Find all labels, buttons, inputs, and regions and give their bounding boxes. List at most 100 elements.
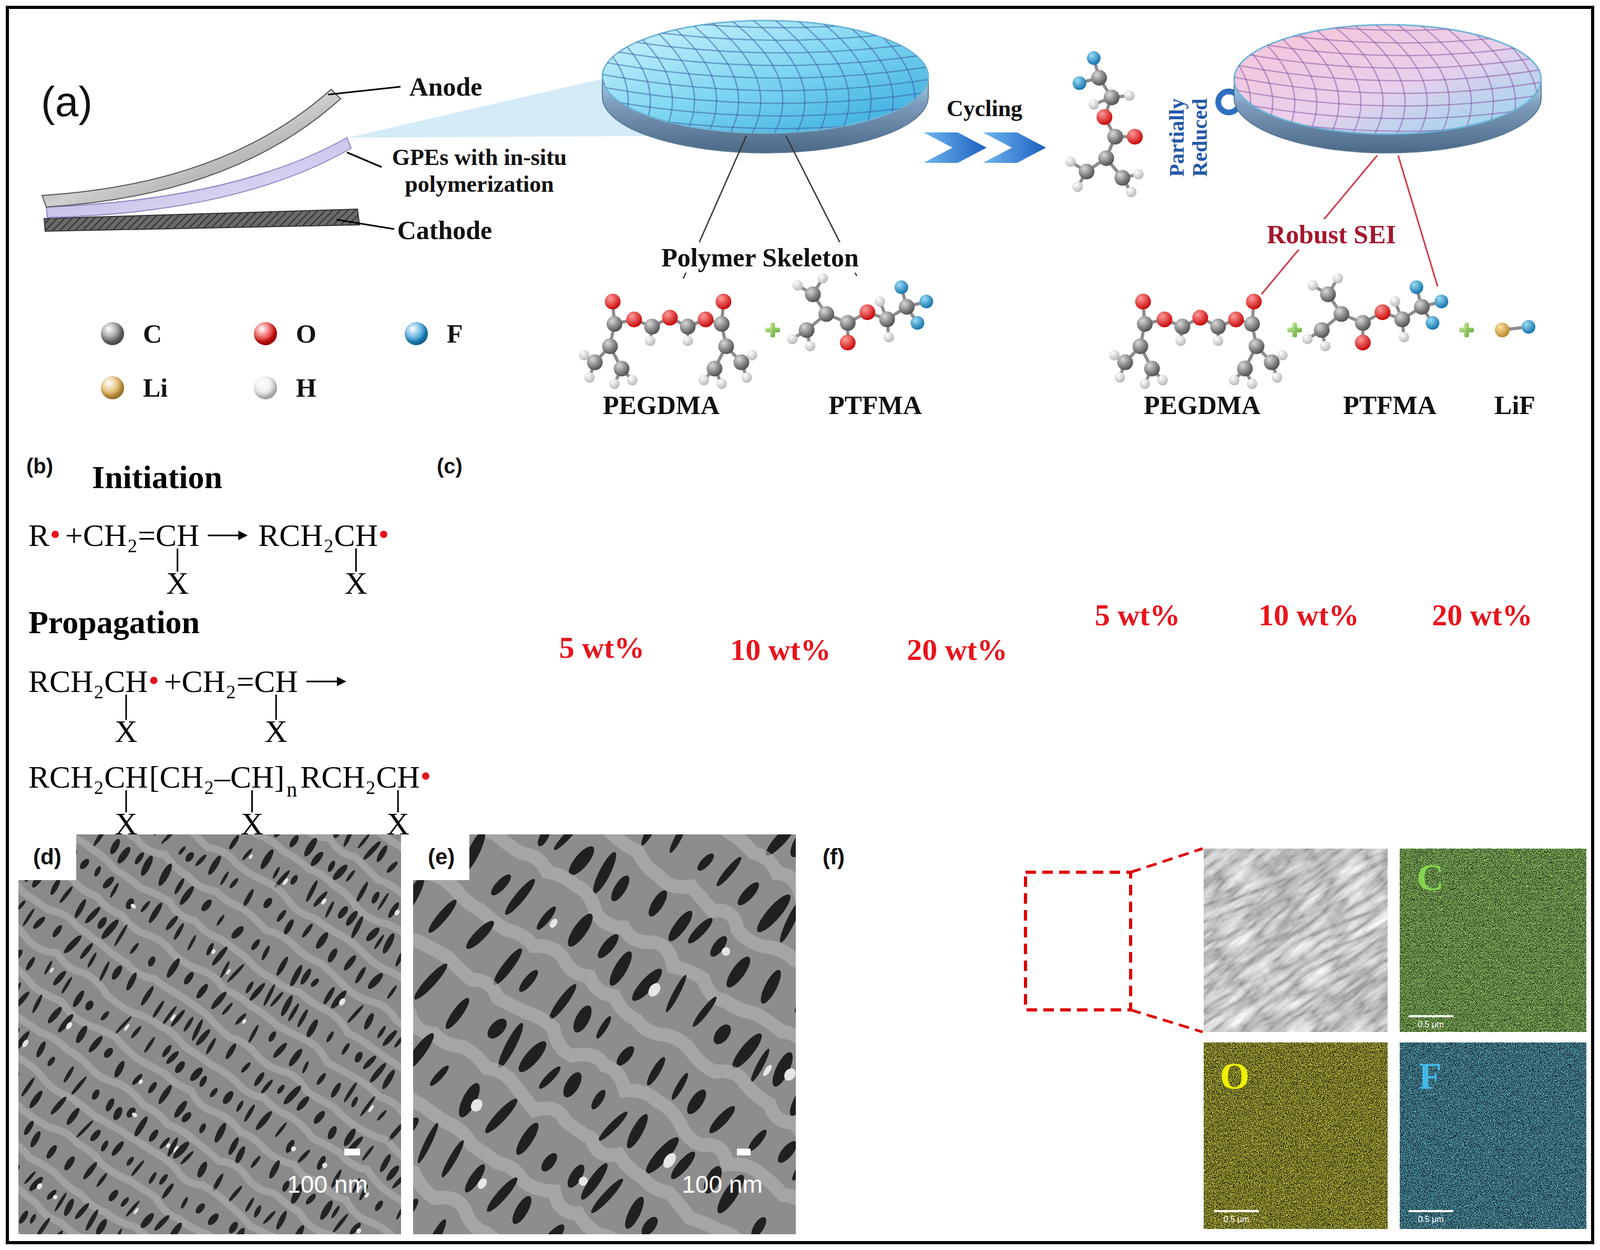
sem-pore bbox=[559, 1069, 586, 1101]
sem-pore bbox=[734, 879, 763, 909]
atom-sphere bbox=[1209, 319, 1226, 335]
sem-pore bbox=[193, 853, 208, 868]
sem-pore bbox=[301, 1060, 310, 1075]
atom-sphere bbox=[1125, 187, 1137, 198]
sem-pore bbox=[21, 907, 36, 928]
sem-pore bbox=[18, 990, 32, 1010]
sem-pore bbox=[261, 896, 275, 911]
sem-pore bbox=[204, 1037, 218, 1056]
atom-sphere bbox=[1065, 156, 1076, 168]
atom-sphere bbox=[606, 316, 623, 333]
sem-pore bbox=[43, 960, 54, 977]
sem-pore bbox=[261, 1209, 278, 1226]
sem-pore bbox=[538, 1150, 560, 1175]
atom-sphere bbox=[1272, 372, 1283, 384]
sem-pore bbox=[344, 869, 357, 884]
sem-pore bbox=[18, 899, 27, 911]
grid-line bbox=[768, 15, 827, 139]
sem-pore bbox=[330, 1205, 342, 1220]
sem-pore bbox=[138, 1211, 156, 1231]
sem-pore bbox=[197, 1074, 209, 1089]
sem-pore bbox=[684, 915, 716, 947]
formula-text: +CH₂=CH bbox=[163, 665, 299, 698]
sem-pore bbox=[195, 1161, 210, 1180]
leader-line bbox=[346, 152, 382, 168]
step-heading: Propagation bbox=[28, 603, 200, 642]
sem-pore bbox=[315, 1072, 328, 1087]
sem-highlight bbox=[367, 1104, 375, 1114]
sem-pore bbox=[18, 948, 25, 963]
sem-pore bbox=[73, 1202, 91, 1222]
sem-pore bbox=[325, 1030, 336, 1044]
sem-pore bbox=[331, 1213, 350, 1235]
map-ground bbox=[1399, 1042, 1587, 1230]
atom-sphere bbox=[1389, 296, 1401, 307]
eds-map bbox=[1399, 1042, 1587, 1230]
sem-pore bbox=[273, 1121, 289, 1139]
sem-pore bbox=[169, 1008, 187, 1029]
grid-line bbox=[878, 15, 938, 139]
sem-pore bbox=[239, 1061, 252, 1074]
sem-pore bbox=[242, 1103, 257, 1124]
sem-pore bbox=[623, 1112, 652, 1152]
sem-pore bbox=[438, 1138, 467, 1179]
sem-highlight bbox=[393, 908, 402, 917]
sem-ridge bbox=[413, 1097, 689, 1235]
sem-pore bbox=[60, 976, 74, 996]
sem-highlight bbox=[290, 1145, 297, 1153]
sem-pore bbox=[683, 1086, 710, 1118]
sem-pore bbox=[359, 1095, 377, 1118]
atom-sphere bbox=[602, 338, 619, 355]
sem-pore bbox=[588, 1088, 609, 1112]
sem-pore bbox=[272, 834, 284, 839]
sem-pore bbox=[667, 834, 690, 855]
sem-pore bbox=[172, 877, 187, 896]
sem-pore bbox=[44, 1143, 59, 1161]
atom-sphere bbox=[1126, 128, 1143, 145]
sem-image bbox=[18, 834, 402, 1235]
atom-sphere bbox=[1425, 316, 1440, 331]
atom-sphere bbox=[1098, 150, 1115, 167]
sem-pore bbox=[18, 1113, 20, 1135]
sem-pore bbox=[90, 1088, 101, 1102]
sem-pore bbox=[229, 924, 246, 941]
grid-line bbox=[597, 98, 934, 117]
sem-pore bbox=[109, 1140, 126, 1158]
sem-pore bbox=[551, 834, 582, 853]
formula-text: RCH₂CH bbox=[258, 519, 378, 552]
sem-pore bbox=[425, 897, 460, 936]
polymer-grid bbox=[503, 0, 960, 142]
sem-pore bbox=[252, 1071, 266, 1089]
disc-top bbox=[1234, 24, 1542, 135]
sem-pore bbox=[289, 874, 300, 887]
sem-highlight bbox=[130, 1112, 138, 1120]
sem-pore bbox=[399, 995, 402, 1008]
sem-pore bbox=[694, 851, 717, 874]
sem-pore bbox=[247, 981, 268, 1003]
sem-ridge bbox=[413, 1044, 725, 1235]
map-ground bbox=[1203, 1042, 1388, 1230]
atom-sphere bbox=[879, 311, 896, 328]
sem-pore bbox=[249, 1155, 262, 1170]
atom-sphere bbox=[679, 319, 696, 335]
sem-pore bbox=[209, 990, 229, 1012]
legend-label: F bbox=[446, 318, 464, 350]
sem-pore bbox=[49, 1229, 65, 1235]
sem-pore bbox=[323, 900, 336, 919]
molecule-name: PTFMA bbox=[828, 390, 922, 421]
sem-pore bbox=[147, 1128, 161, 1144]
formula-text: X bbox=[344, 567, 368, 600]
sem-pore bbox=[125, 1155, 136, 1167]
sem-highlight bbox=[548, 917, 560, 930]
grid-line bbox=[597, 86, 934, 104]
sem-pore bbox=[374, 844, 389, 864]
component-label: Cathode bbox=[397, 214, 493, 246]
atom-sphere bbox=[1374, 304, 1391, 321]
scale-bar bbox=[344, 1149, 361, 1156]
sem-highlight bbox=[129, 903, 137, 910]
sem-pore bbox=[94, 1217, 110, 1235]
sem-pore bbox=[346, 1004, 365, 1025]
sem-pore bbox=[197, 1122, 208, 1135]
sem-pore bbox=[380, 1068, 397, 1091]
